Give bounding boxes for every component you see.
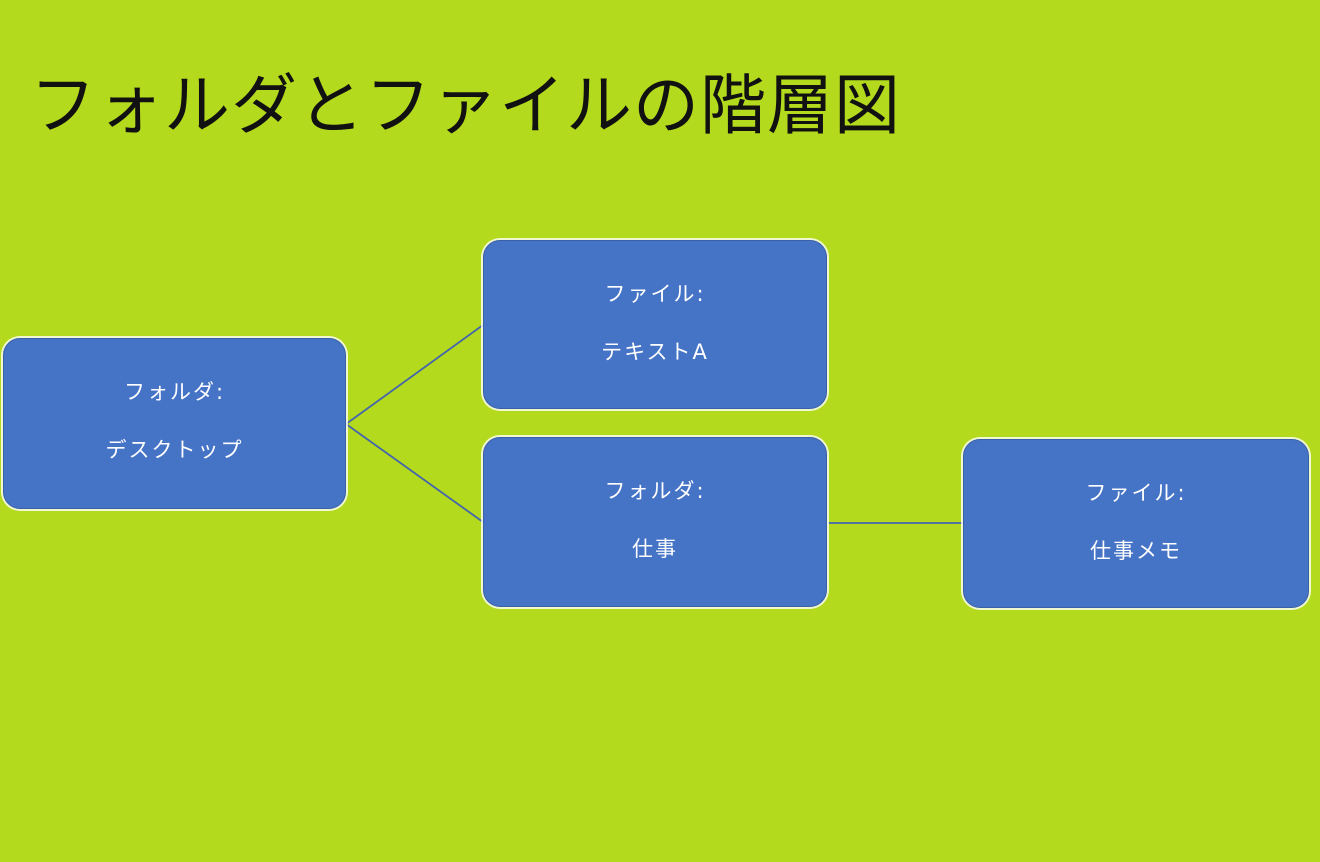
node-folder-desktop[interactable]: フォルダ: デスクトップ bbox=[3, 338, 346, 509]
node-type-label: ファイル: bbox=[1085, 481, 1187, 505]
connector-desktop-to-text-a bbox=[345, 324, 484, 425]
node-file-workmemo[interactable]: ファイル: 仕事メモ bbox=[963, 439, 1309, 608]
node-name-label: デスクトップ bbox=[105, 438, 244, 462]
node-type-label: フォルダ: bbox=[604, 479, 706, 503]
connector-desktop-to-work bbox=[345, 423, 484, 523]
node-folder-desktop-text: フォルダ: デスクトップ bbox=[4, 339, 345, 479]
node-file-text-a-text: ファイル: テキストA bbox=[484, 241, 826, 381]
node-folder-work-text: フォルダ: 仕事 bbox=[484, 438, 826, 578]
node-name-label: 仕事メモ bbox=[1090, 539, 1182, 563]
node-name-label: 仕事 bbox=[632, 537, 678, 561]
node-type-label: ファイル: bbox=[604, 282, 706, 306]
node-folder-work[interactable]: フォルダ: 仕事 bbox=[483, 437, 827, 607]
node-type-label: フォルダ: bbox=[123, 380, 226, 404]
node-file-text-a[interactable]: ファイル: テキストA bbox=[483, 240, 827, 409]
diagram-title: フォルダとファイルの階層図 bbox=[30, 67, 901, 144]
node-file-workmemo-text: ファイル: 仕事メモ bbox=[964, 440, 1308, 580]
node-name-label: テキストA bbox=[601, 340, 709, 364]
